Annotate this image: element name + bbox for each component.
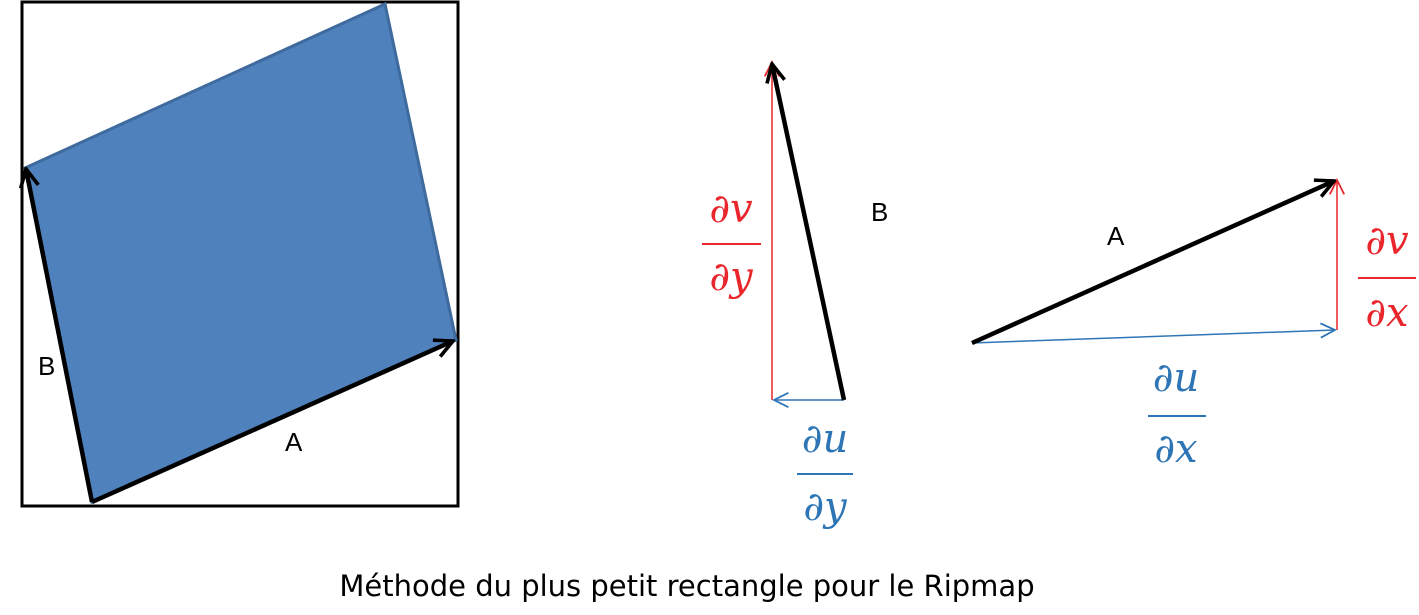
dx-denominator: ∂x <box>1154 426 1197 472</box>
dv-dx-fraction: ∂v ∂x <box>1358 218 1416 336</box>
vector-a-label: A <box>1107 221 1125 251</box>
vector-a-arrow <box>971 181 1334 346</box>
du-numerator: ∂u <box>802 416 848 462</box>
parallelogram <box>23 1 458 505</box>
dx-denominator: ∂x <box>1365 290 1408 336</box>
vector-b-label: B <box>871 197 888 227</box>
left-figure: A B <box>20 0 460 508</box>
du-dx-fraction: ∂u ∂x <box>1148 355 1206 472</box>
middle-figure: B ∂v ∂y ∂u ∂y <box>702 62 888 530</box>
vector-b-arrow <box>26 169 95 503</box>
dy-denominator: ∂y <box>803 484 848 530</box>
du-numerator: ∂u <box>1153 355 1199 401</box>
du-dy-fraction: ∂u ∂y <box>797 416 853 530</box>
du-dx-arrow <box>971 330 1335 344</box>
bounding-rectangle <box>20 0 460 508</box>
right-figure: A ∂v ∂x ∂u ∂x <box>971 180 1416 472</box>
vector-a-label: A <box>285 427 303 457</box>
dv-numerator: ∂v <box>1365 218 1409 264</box>
vector-b-label: B <box>38 351 55 381</box>
dv-dy-fraction: ∂v ∂y <box>702 186 761 300</box>
dy-denominator: ∂y <box>709 254 754 300</box>
vector-b-arrow <box>772 64 847 401</box>
dv-numerator: ∂v <box>709 186 753 232</box>
vector-a-arrow <box>91 341 453 505</box>
figure-caption: Méthode du plus petit rectangle pour le … <box>339 569 1034 603</box>
